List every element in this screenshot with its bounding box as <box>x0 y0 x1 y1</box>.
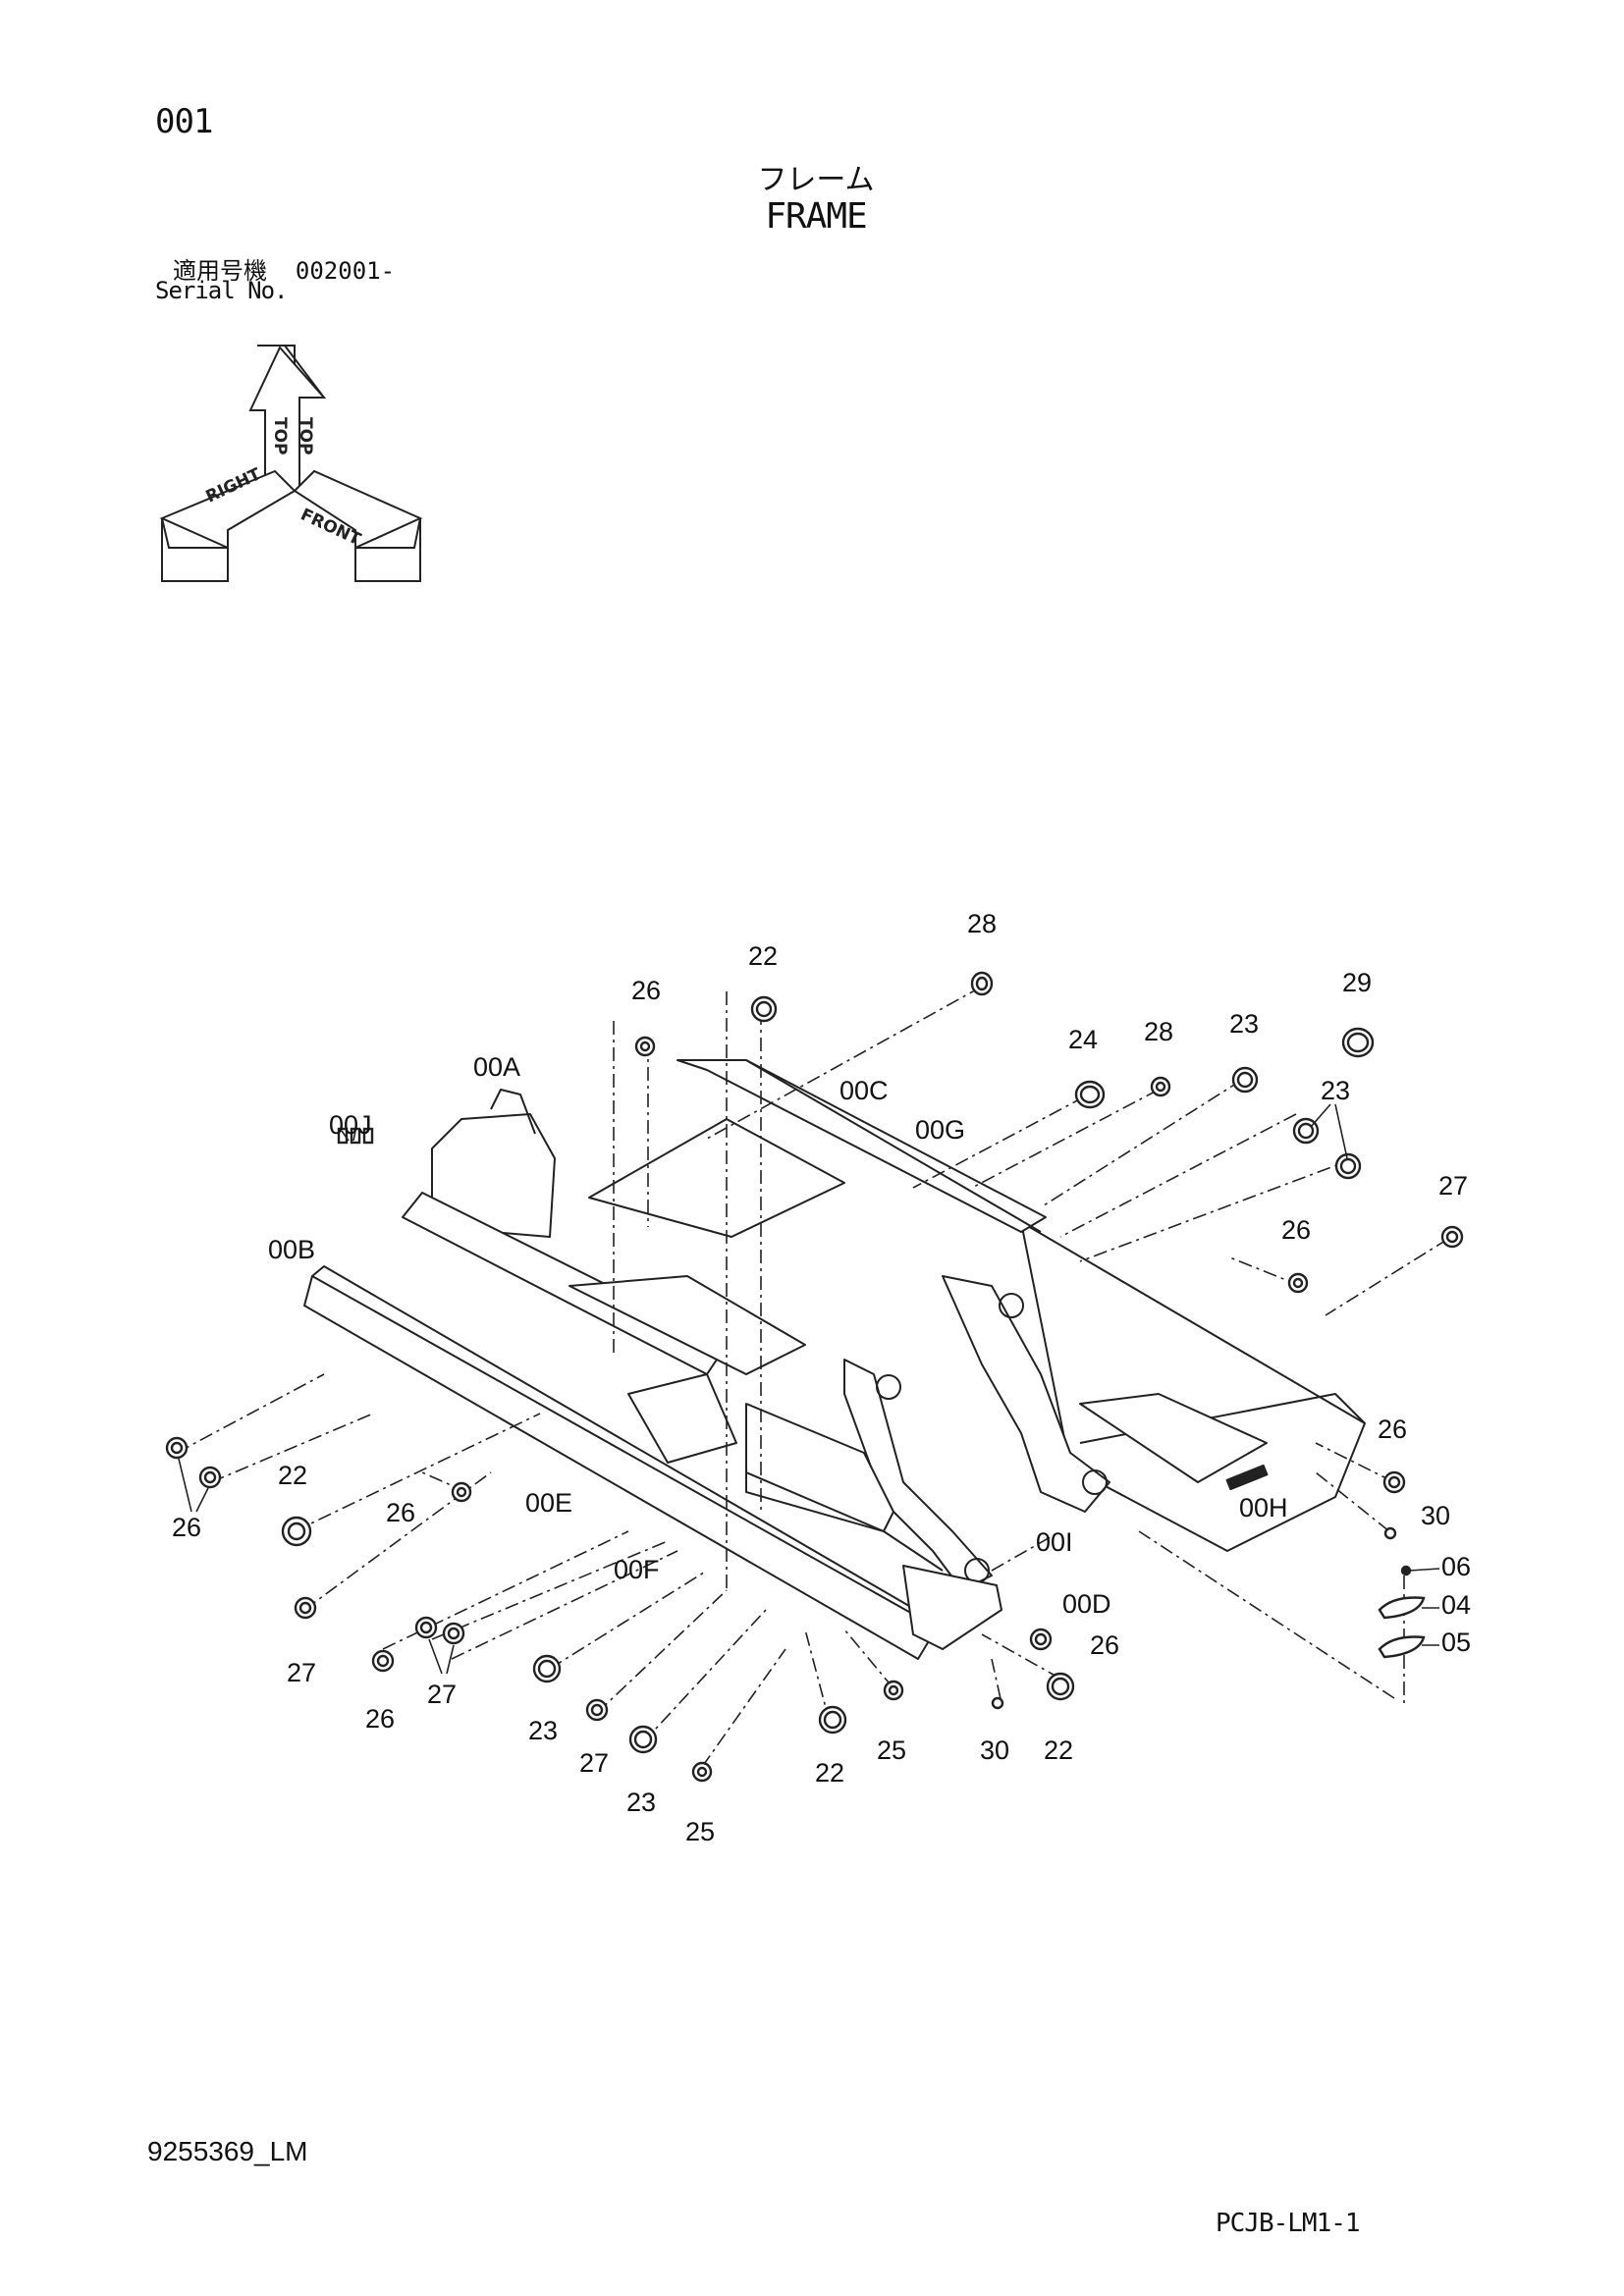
callout-27a: 27 <box>1438 1171 1468 1201</box>
callout-00F: 00F <box>614 1555 660 1584</box>
part-05 <box>1378 1635 1426 1659</box>
callout-28b: 28 <box>1144 1017 1173 1046</box>
callout-26g-label: 26 <box>1090 1630 1119 1660</box>
part-00J <box>337 1127 374 1145</box>
callout-25b: 25 <box>685 1817 715 1846</box>
callout-23b: 23 <box>1321 1076 1350 1105</box>
callout-29: 29 <box>1342 968 1372 997</box>
page-code: PCJB-LM1-1 <box>1216 2209 1361 2238</box>
callout-26d: 26 <box>172 1513 201 1542</box>
part-23c <box>532 1654 562 1683</box>
serial-line-japanese: 適用号機 002001- <box>173 251 395 286</box>
frame-line-art <box>303 1059 1366 1660</box>
callout-00I: 00I <box>1036 1527 1073 1557</box>
part-23a <box>1231 1066 1259 1094</box>
part-06 <box>1400 1565 1412 1576</box>
callout-06: 06 <box>1441 1552 1471 1581</box>
part-23b2 <box>1334 1152 1362 1180</box>
document-id: 9255369_LM <box>147 2136 308 2166</box>
part-22c <box>818 1705 847 1735</box>
part-24 <box>1074 1080 1106 1109</box>
callout-25a: 25 <box>877 1735 906 1765</box>
orientation-indicator <box>159 345 423 582</box>
part-26a <box>634 1036 656 1057</box>
part-28a <box>970 971 994 996</box>
title-english: FRAME <box>765 196 867 237</box>
part-26b <box>1287 1272 1309 1294</box>
part-27d <box>585 1698 609 1722</box>
part-25a <box>883 1680 904 1701</box>
leader-lines <box>176 986 1449 1768</box>
callout-00C: 00C <box>839 1076 889 1105</box>
callout-27d: 27 <box>579 1748 609 1778</box>
callout-23c: 23 <box>528 1716 558 1745</box>
part-27b <box>294 1596 317 1620</box>
axis-top-label-1: TOP <box>296 417 315 455</box>
part-27c1 <box>414 1616 438 1639</box>
part-27c2 <box>442 1622 465 1645</box>
part-27a <box>1440 1225 1464 1249</box>
callout-00A: 00A <box>473 1052 520 1082</box>
callout-22a: 22 <box>748 941 778 971</box>
callout-23a: 23 <box>1229 1009 1259 1039</box>
page-number: 001 <box>155 102 213 141</box>
callout-26b: 26 <box>1281 1215 1311 1245</box>
part-25b <box>691 1761 713 1783</box>
callout-04: 04 <box>1441 1590 1471 1620</box>
callout-26f: 26 <box>365 1704 395 1734</box>
callout-26e: 26 <box>386 1498 415 1527</box>
callout-30b: 30 <box>980 1735 1009 1765</box>
callout-27c: 27 <box>427 1680 457 1709</box>
part-26d2 <box>198 1466 222 1489</box>
callout-00J: 00J <box>329 1110 372 1140</box>
part-30a <box>1383 1526 1397 1540</box>
serial-value: 002001- <box>295 257 396 285</box>
part-26f <box>371 1649 395 1673</box>
part-26d1 <box>165 1436 189 1460</box>
part-22a <box>750 995 778 1023</box>
callout-arrows <box>178 1103 1440 1675</box>
callout-26a: 26 <box>631 976 661 1005</box>
callout-00H: 00H <box>1239 1493 1288 1522</box>
part-29 <box>1341 1027 1375 1058</box>
callout-22b: 22 <box>278 1461 307 1490</box>
callout-27b: 27 <box>287 1658 316 1687</box>
callout-00E: 00E <box>525 1488 572 1518</box>
part-28b <box>1150 1076 1171 1097</box>
title-japanese: フレーム <box>757 163 875 197</box>
callout-30a: 30 <box>1421 1501 1450 1530</box>
callout-00G: 00G <box>915 1115 965 1145</box>
part-04 <box>1378 1596 1426 1620</box>
callout-28a: 28 <box>967 909 997 938</box>
serial-label-english: Serial No. <box>155 277 288 304</box>
callout-00D: 00D <box>1062 1589 1111 1619</box>
part-26g <box>1029 1628 1053 1651</box>
callout-26c: 26 <box>1378 1415 1407 1444</box>
callout-22d: 22 <box>1044 1735 1073 1765</box>
part-30b <box>991 1696 1004 1710</box>
part-22d <box>1046 1672 1075 1701</box>
part-26c <box>1382 1470 1406 1494</box>
callout-05: 05 <box>1441 1628 1471 1657</box>
axis-top-label-2: TOP <box>270 417 290 455</box>
part-26e <box>451 1481 472 1503</box>
callout-23d: 23 <box>626 1788 656 1817</box>
callout-00B: 00B <box>268 1235 315 1264</box>
callout-24: 24 <box>1068 1025 1098 1054</box>
part-23d <box>628 1725 658 1754</box>
part-22b <box>281 1516 312 1547</box>
serial-label-jp: 適用号機 <box>173 257 267 285</box>
callout-22c: 22 <box>815 1758 844 1788</box>
callout-labels: 28 22 26 29 24 28 23 23 00A 00C 00G 00J … <box>172 909 1471 1846</box>
